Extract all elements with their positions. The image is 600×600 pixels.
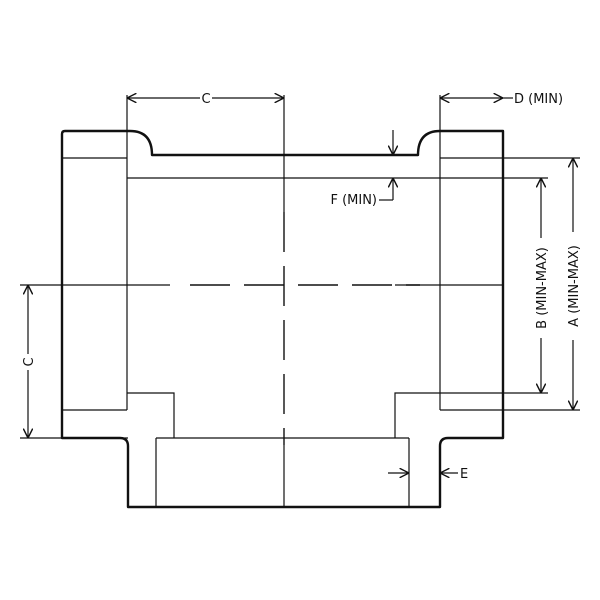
left-socket bbox=[62, 95, 128, 411]
dimension-f: F (MIN) bbox=[330, 130, 393, 208]
label-a: A (MIN-MAX) bbox=[567, 245, 582, 327]
right-socket bbox=[439, 95, 503, 411]
dimension-d: D (MIN) bbox=[440, 92, 563, 107]
bore-lines bbox=[127, 177, 548, 438]
dimension-a: A (MIN-MAX) bbox=[503, 157, 582, 411]
dimension-b: B (MIN-MAX) bbox=[535, 178, 550, 393]
tee-body-outline bbox=[60, 129, 505, 509]
dimension-e: E bbox=[388, 467, 468, 482]
label-f: F (MIN) bbox=[330, 193, 377, 208]
dimension-c-top: C bbox=[127, 92, 284, 107]
label-e: E bbox=[460, 467, 468, 482]
label-b: B (MIN-MAX) bbox=[535, 247, 550, 329]
bottom-socket bbox=[20, 437, 410, 507]
label-c-top: C bbox=[201, 92, 210, 107]
label-c-left: C bbox=[22, 357, 37, 366]
dimension-c-left: C bbox=[22, 285, 37, 438]
label-d: D (MIN) bbox=[514, 92, 563, 107]
